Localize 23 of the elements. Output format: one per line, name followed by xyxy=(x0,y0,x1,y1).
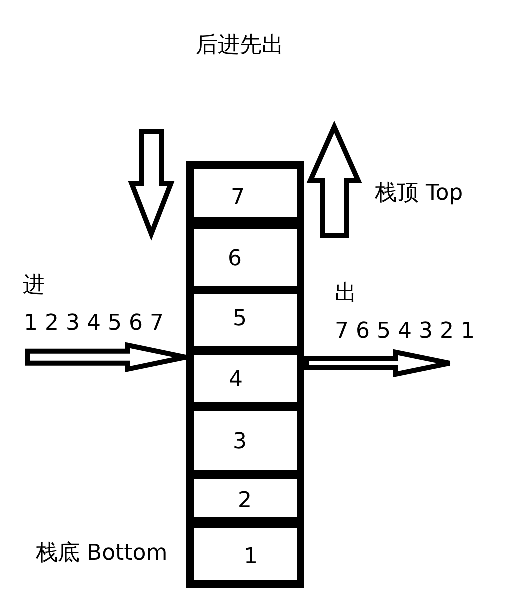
stack-slot xyxy=(186,517,304,588)
slot-number: 7 xyxy=(231,185,245,210)
side-label: 栈底 Bottom xyxy=(36,541,168,566)
slot-number: 5 xyxy=(233,306,247,332)
hollow-arrow xyxy=(304,349,452,378)
stack-slot xyxy=(186,161,304,217)
side-label: 栈顶 Top xyxy=(375,181,464,206)
slot-number: 1 xyxy=(244,544,258,570)
slot-number: 2 xyxy=(238,488,252,514)
input-label: 进 xyxy=(23,273,45,298)
slot-number: 4 xyxy=(229,368,243,392)
stack-slot xyxy=(186,286,304,346)
stack-slot xyxy=(186,402,304,470)
slot-number: 6 xyxy=(228,246,242,272)
diagram-title: 后进先出 xyxy=(196,33,284,58)
stack-slot xyxy=(186,346,304,402)
stack-slot xyxy=(186,470,304,517)
input-sequence: 1 2 3 4 5 6 7 xyxy=(24,311,164,336)
stack-slot xyxy=(186,217,304,286)
hollow-arrow xyxy=(25,342,188,372)
output-label: 出 xyxy=(335,281,357,306)
slot-number: 3 xyxy=(233,430,247,454)
output-sequence: 7 6 5 4 3 2 1 xyxy=(335,319,475,344)
